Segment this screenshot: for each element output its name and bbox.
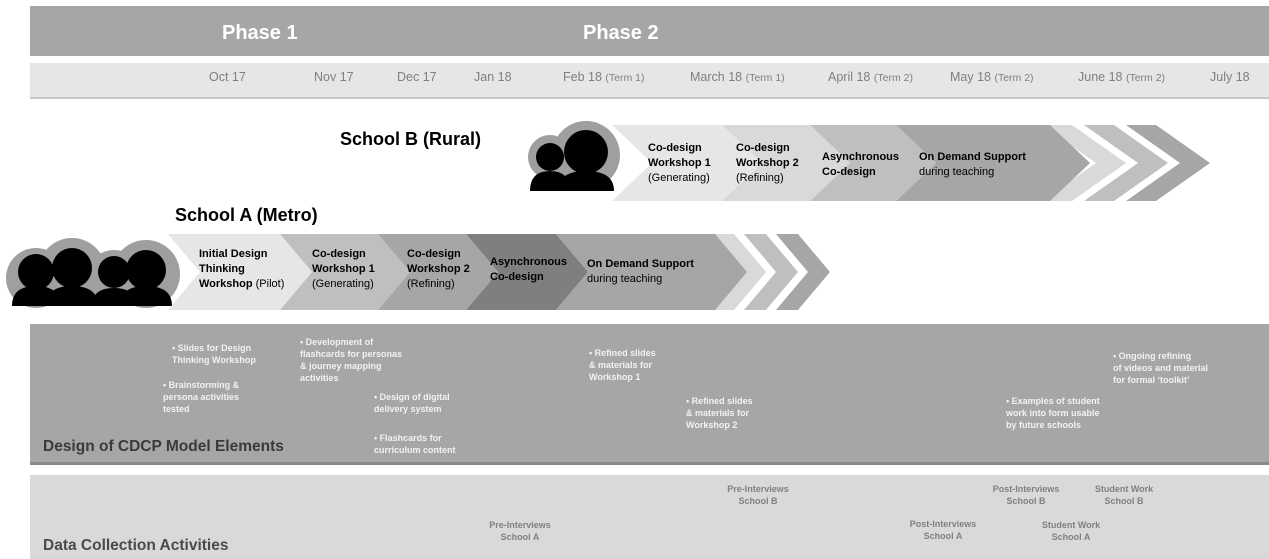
chevron-arrow: [1042, 125, 1126, 201]
data-collection-band: [30, 475, 1269, 559]
month-label: Nov 17: [314, 70, 354, 84]
design-note: • Flashcards for curriculum content: [374, 433, 456, 455]
phase-1-label: Phase 1: [222, 22, 298, 44]
school-b-step-3: Asynchronous Co-design: [822, 151, 900, 178]
chevron-arrow: [1084, 125, 1168, 201]
design-note: • Refined slides & materials for Worksho…: [686, 396, 753, 430]
workflow-step: [378, 234, 498, 310]
chevron-arrow: [744, 234, 798, 310]
school-a-step-1: Initial Design Thinking Workshop (Pilot): [199, 248, 285, 290]
workflow-step: [556, 234, 747, 310]
workflow-step: [168, 234, 312, 310]
month-label: Dec 17: [397, 70, 437, 84]
design-elements-title: Design of CDCP Model Elements: [43, 438, 284, 455]
school-a-process-flow: [6, 234, 830, 310]
workflow-step: [466, 234, 588, 310]
workflow-step: [612, 125, 762, 201]
design-note: • Slides for Design Thinking Workshop: [172, 343, 256, 365]
school-b-step-2: Co-design Workshop 2(Refining): [736, 142, 799, 184]
school-a-title: School A (Metro): [175, 205, 318, 225]
school-b-step-1: Co-design Workshop 1(Generating): [648, 142, 711, 184]
workflow-step: [722, 125, 850, 201]
chevron-arrow: [1126, 125, 1210, 201]
design-note: • Ongoing refining of videos and materia…: [1113, 351, 1209, 385]
workflow-step: [280, 234, 410, 310]
month-label: Oct 17: [209, 70, 246, 84]
chevron-arrow: [776, 234, 830, 310]
month-label: March 18 (Term 1): [690, 70, 785, 84]
school-a-step-3: Co-design Workshop 2(Refining): [407, 248, 470, 290]
month-label: Feb 18 (Term 1): [563, 70, 645, 84]
school-a-participants-icon: [6, 238, 180, 308]
data-note: Student Work School A: [1041, 520, 1101, 542]
month-label: Jan 18: [474, 70, 512, 84]
month-label: May 18 (Term 2): [950, 70, 1034, 84]
workflow-step: [896, 125, 1090, 201]
data-note: Post-Interviews School B: [992, 484, 1060, 506]
month-band: [30, 63, 1269, 99]
design-note: • Refined slides & materials for Worksho…: [589, 348, 656, 382]
school-b-participants-icon: [528, 121, 620, 191]
design-note: • Design of digital delivery system: [374, 392, 450, 414]
chevron-arrow: [712, 234, 766, 310]
school-b-title: School B (Rural): [340, 129, 482, 149]
month-label: June 18 (Term 2): [1078, 70, 1166, 84]
data-collection-title: Data Collection Activities: [43, 537, 229, 554]
design-note: • Development of flashcards for personas…: [300, 337, 403, 383]
phase-band: [30, 6, 1269, 56]
school-a-step-4: Asynchronous Co-design: [490, 256, 568, 283]
school-b-process-flow: [528, 121, 1210, 201]
data-note: Pre-Interviews School A: [489, 520, 551, 542]
design-note: • Examples of student work into form usa…: [1006, 396, 1100, 430]
data-note: Student Work School B: [1094, 484, 1154, 506]
school-a-step-2: Co-design Workshop 1(Generating): [312, 248, 375, 290]
month-label: April 18 (Term 2): [828, 70, 913, 84]
workflow-step: [810, 125, 936, 201]
data-note: Pre-Interviews School B: [727, 484, 789, 506]
month-label: July 18: [1210, 70, 1250, 84]
design-note: • Brainstorming & persona activities tes…: [163, 380, 240, 414]
design-elements-band: [30, 324, 1269, 465]
data-note: Post-Interviews School A: [909, 519, 977, 541]
phase-2-label: Phase 2: [583, 22, 659, 44]
